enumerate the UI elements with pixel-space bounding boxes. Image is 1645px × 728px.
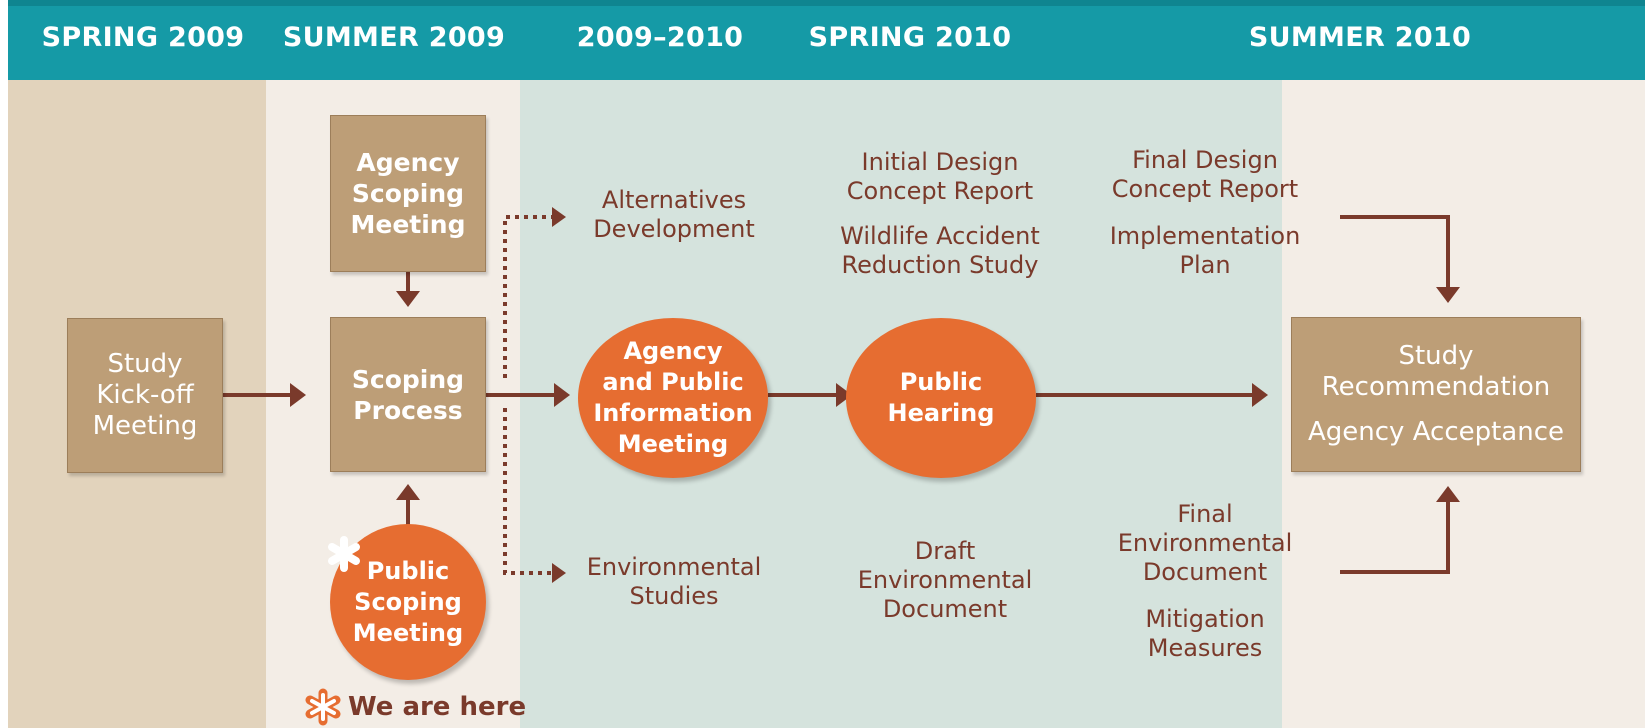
draft-environmental-note: Draft Environmental Document [857,537,1033,623]
initial-design-note: Initial Design Concept Report [846,148,1034,205]
phase-summer-2009: SUMMER 2009 [282,22,506,53]
info-meeting-label: Agency and Public Information Meeting [593,337,753,458]
environmental-studies-note: Environmental Studies [586,553,762,610]
agency-scoping-box: Agency Scoping Meeting [330,115,486,272]
phase-spring-2009: SPRING 2009 [41,22,245,53]
we-are-here-marker-icon [328,536,360,572]
phase-summer-2010: SUMMER 2010 [1248,22,1472,53]
mitigation-measures-note: Mitigation Measures [1145,605,1265,662]
final-design-note: Final Design Concept Report [1111,146,1299,203]
study-recommendation-box: Study Recommendation Agency Acceptance [1291,317,1581,472]
phase-2009-2010: 2009–2010 [576,22,744,53]
info-meeting-circle: Agency and Public Information Meeting [578,318,768,478]
implementation-plan-note: Implementation Plan [1109,222,1301,279]
final-environmental-note: Final Environmental Document [1117,500,1293,586]
we-are-here-label: We are here [348,692,527,722]
phase-header [8,0,1645,80]
scoping-process-box: Scoping Process [330,317,486,472]
study-kickoff-label: Study Kick-off Meeting [92,349,198,441]
we-are-here-legend: We are here [304,688,526,726]
public-hearing-circle: Public Hearing [846,318,1036,478]
left-margin [0,0,8,728]
study-kickoff-box: Study Kick-off Meeting [67,318,223,473]
agency-scoping-label: Agency Scoping Meeting [350,148,466,239]
asterisk-outline-icon [305,688,341,726]
study-recommendation-label: Study Recommendation [1321,341,1551,402]
phase-spring-2010: SPRING 2010 [808,22,1012,53]
public-scoping-label: Public Scoping Meeting [352,556,464,647]
scoping-process-label: Scoping Process [351,364,465,425]
agency-acceptance-label: Agency Acceptance [1307,417,1565,447]
wildlife-study-note: Wildlife Accident Reduction Study [840,222,1040,279]
alternatives-development-note: Alternatives Development [593,186,755,243]
public-scoping-circle: Public Scoping Meeting [330,524,486,680]
public-hearing-label: Public Hearing [887,368,995,427]
